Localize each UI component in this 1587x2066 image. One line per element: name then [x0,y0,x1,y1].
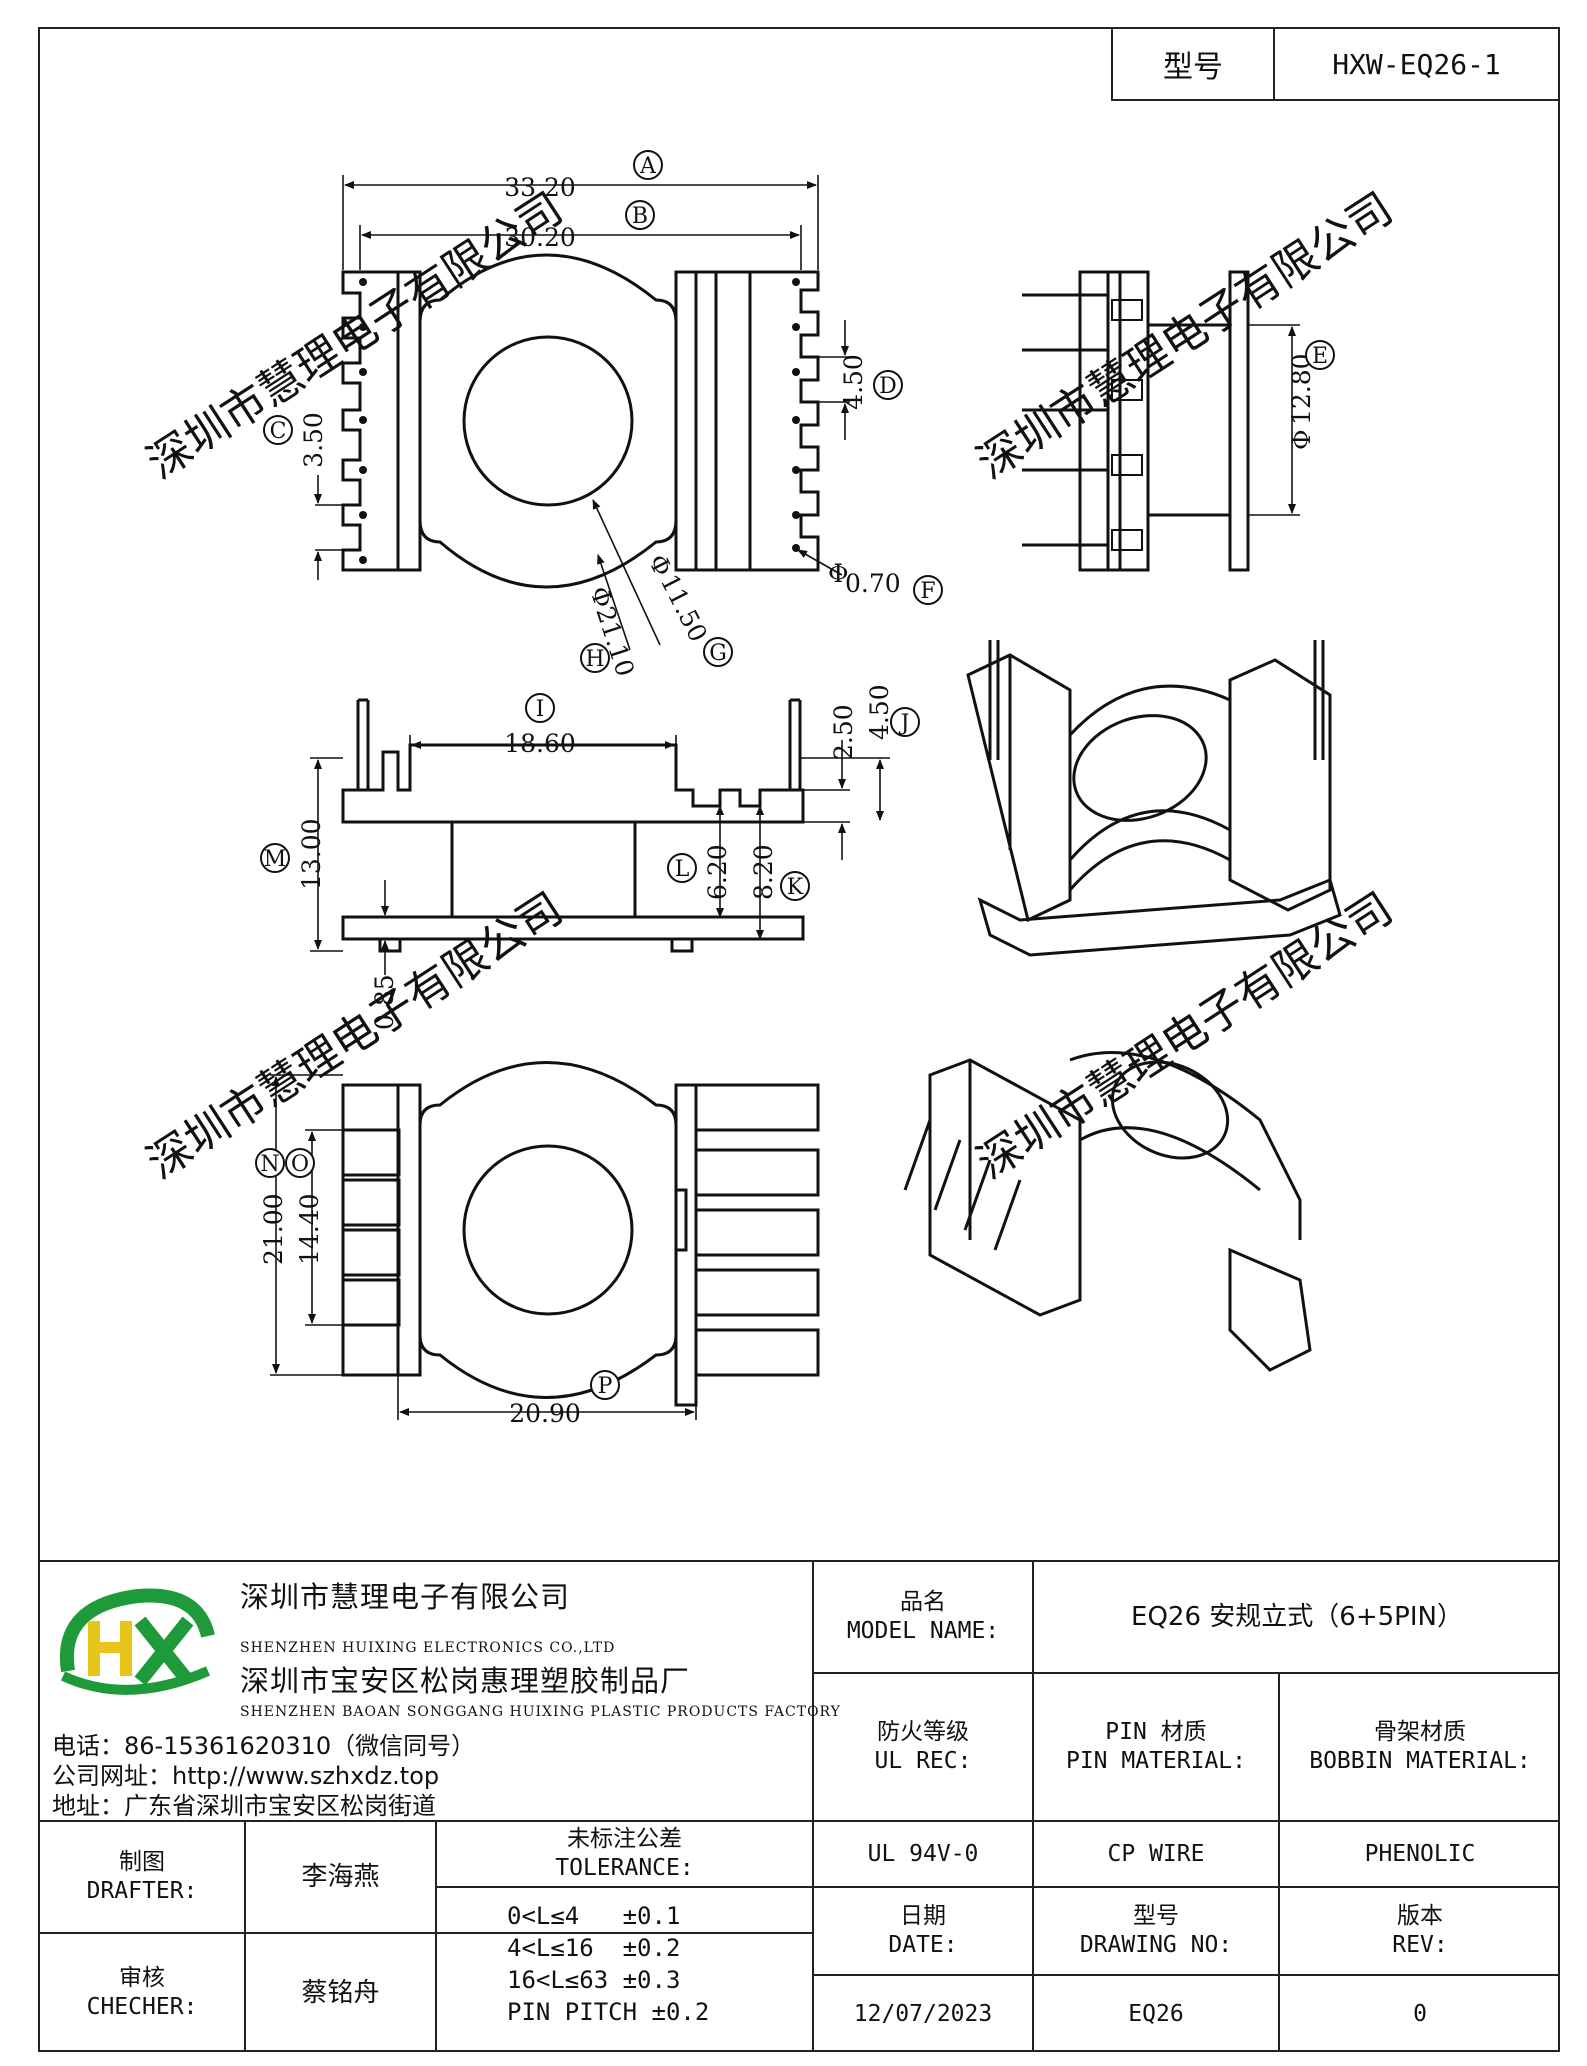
svg-text:O: O [291,1152,309,1177]
product-name-label: 品名 MODEL NAME: [846,1589,1000,1644]
title-block: 深圳市慧理电子有限公司 SHENZHEN HUIXING ELECTRONICS… [38,1560,1560,2052]
rev-value: 0 [1413,2000,1427,2027]
factory-name-cn: 深圳市宝安区松岗惠理塑胶制品厂 [240,1664,691,1698]
pin-material-value: CP WIRE [1107,1840,1205,1867]
marker-M: M [260,843,290,873]
dim-I: 18.60 [504,729,576,758]
marker-H: H [580,643,610,673]
watermark: 深圳市慧理电子有限公司 [138,883,572,1189]
dim-F-prefix: Φ [828,559,849,588]
drafter-value: 李海燕 [301,1861,380,1892]
company-address: 地址：广东省深圳市宝安区松岗街道 [52,1792,436,1820]
model-number-box: 型号 HXW-EQ26-1 [1111,27,1560,101]
reference-markers: A B C D E F G H I J K L M N O P [255,150,1335,1400]
date-value: 12/07/2023 [853,2000,993,2027]
company-phone: 电话：86-15361620310（微信同号） [52,1732,476,1760]
product-name-value: EQ26 安规立式（6+5PIN） [1131,1601,1463,1632]
dim-P: 20.90 [509,1399,581,1428]
svg-text:F: F [920,579,935,604]
svg-text:L: L [675,857,690,882]
drawing-no-label: 型号 DRAWING NO: [1079,1903,1233,1958]
svg-text:J: J [899,711,910,736]
checker-value: 蔡铭舟 [301,1977,380,2008]
dim-M: 13.00 [297,818,326,890]
dim-L: 6.20 [703,844,732,900]
svg-text:D: D [879,374,897,399]
dim-D: 4.50 [839,354,868,410]
company-logo [59,1588,215,1695]
marker-C: C [263,415,293,445]
side-view [1022,270,1250,572]
svg-text:M: M [264,847,287,872]
marker-B: B [625,200,655,230]
bobbin-material-value: PHENOLIC [1364,1840,1476,1867]
date-label: 日期 DATE: [888,1903,958,1958]
company-name-en: SHENZHEN HUIXING ELECTRONICS CO.,LTD [240,1640,616,1656]
dim-O: 14.40 [295,1193,324,1265]
bottom-view [341,1061,820,1407]
dim-B: 30.20 [504,223,576,252]
technical-drawing: 深圳市慧理电子有限公司 深圳市慧理电子有限公司 深圳市慧理电子有限公司 深圳市慧… [138,150,1402,1428]
factory-name-en: SHENZHEN BAOAN SONGGANG HUIXING PLASTIC … [240,1704,841,1720]
marker-K: K [780,871,810,901]
svg-text:C: C [270,419,287,444]
drafter-label: 制图 DRAFTER: [86,1849,198,1904]
checker-label: 审核 CHECHER: [86,1965,198,2020]
model-value: HXW-EQ26-1 [1332,47,1501,81]
watermark: 深圳市慧理电子有限公司 [968,183,1402,489]
marker-J: J [890,707,920,737]
top-view [341,253,820,589]
marker-G: G [703,637,733,667]
front-view [341,698,805,953]
dim-J1: 2.50 [829,704,858,760]
marker-L: L [667,853,697,883]
marker-P: P [590,1370,620,1400]
marker-E: E [1305,340,1335,370]
bobbin-material-label: 骨架材质 BOBBIN MATERIAL: [1309,1719,1531,1774]
marker-F: F [913,575,943,605]
svg-text:N: N [260,1152,279,1177]
marker-A: A [633,150,663,180]
pin-material-label: PIN 材质 PIN MATERIAL: [1065,1719,1246,1774]
svg-text:K: K [787,875,804,900]
dim-G: 11.50 [655,570,713,647]
dim-E-prefix: Φ [1287,430,1316,451]
isometric-view-top [966,640,1342,957]
tolerance-line: 0<L≤4 ±0.1 [507,1902,681,1930]
dim-A: 33.20 [504,173,576,202]
dim-F: 0.70 [845,569,901,598]
company-website: 公司网址：http://www.szhxdz.top [52,1762,440,1790]
tolerance-line: 4<L≤16 ±0.2 [507,1934,681,1962]
svg-text:A: A [639,154,657,179]
drawing-no-value: EQ26 [1128,2000,1184,2027]
svg-text:H: H [585,647,604,672]
marker-N: N [255,1148,285,1178]
fire-rating-label: 防火等级 UL REC: [874,1719,972,1774]
tolerance-values: 0<L≤4 ±0.1 4<L≤16 ±0.2 16<L≤63 ±0.3 PIN … [507,1900,709,2028]
model-label: 型号 [1113,29,1275,99]
tolerance-line: 16<L≤63 ±0.3 [507,1966,681,1994]
svg-text:G: G [709,641,727,666]
dim-K: 8.20 [749,844,778,900]
svg-text:E: E [1312,344,1328,369]
marker-I: I [525,693,555,723]
rev-label: 版本 REV: [1392,1903,1448,1958]
fire-rating-value: UL 94V-0 [867,1840,979,1867]
marker-O: O [285,1148,315,1178]
svg-text:B: B [632,204,648,229]
dim-bottom: 0.85 [370,974,399,1030]
tolerance-label: 未标注公差 TOLERANCE: [555,1826,694,1881]
dim-J2: 4.50 [865,684,894,740]
dim-N: 21.00 [259,1193,288,1265]
dim-C: 3.50 [299,412,328,468]
svg-text:P: P [598,1374,613,1399]
isometric-view-bottom [903,1051,1312,1372]
tolerance-line: PIN PITCH ±0.2 [507,1998,710,2026]
marker-D: D [873,370,903,400]
svg-text:I: I [536,697,545,722]
company-name-cn: 深圳市慧理电子有限公司 [240,1580,571,1614]
